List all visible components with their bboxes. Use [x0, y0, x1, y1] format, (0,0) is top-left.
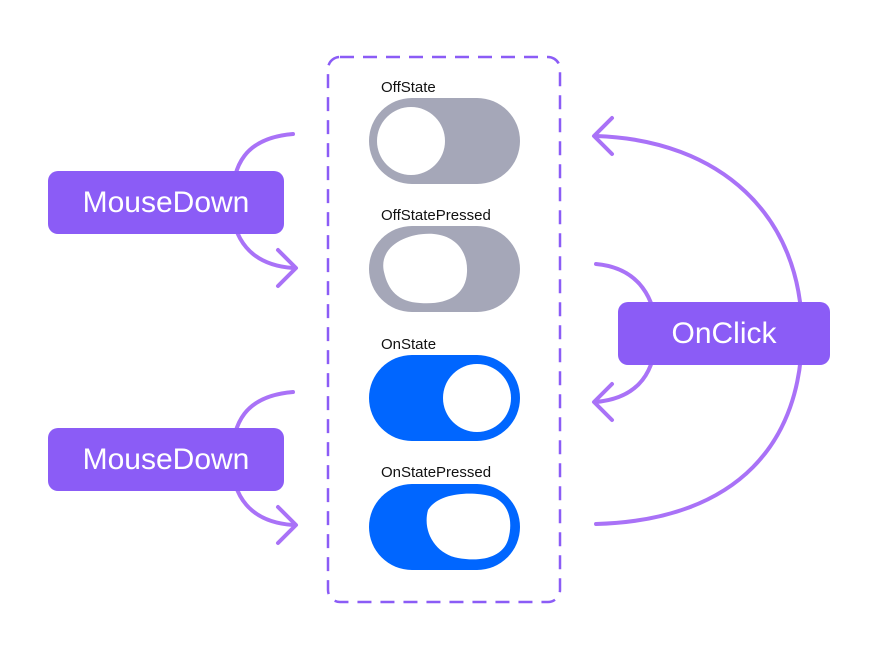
state-label-on: OnState	[381, 336, 437, 353]
toggle-off-state	[369, 98, 520, 184]
state-label-on-pressed: OnStatePressed	[381, 464, 492, 481]
arrowhead	[592, 116, 614, 156]
state-label-off: OffState	[381, 79, 436, 96]
toggle-knob-pressed	[383, 233, 468, 304]
arrowhead	[276, 248, 298, 288]
state-label-off-pressed: OffStatePressed	[381, 207, 491, 224]
states-container	[326, 55, 562, 604]
toggle-knob-pressed	[426, 493, 511, 560]
arrowhead	[592, 382, 614, 422]
toggle-on-state-pressed	[369, 484, 520, 570]
event-onclick: OnClick	[618, 302, 830, 365]
toggle-on-state	[369, 355, 520, 441]
event-mousedown-bottom: MouseDown	[48, 428, 284, 491]
toggle-off-state-pressed	[369, 226, 520, 312]
event-mousedown-top: MouseDown	[48, 171, 284, 234]
arrowhead	[276, 505, 298, 545]
toggle-knob	[377, 107, 445, 175]
toggle-knob	[443, 364, 511, 432]
